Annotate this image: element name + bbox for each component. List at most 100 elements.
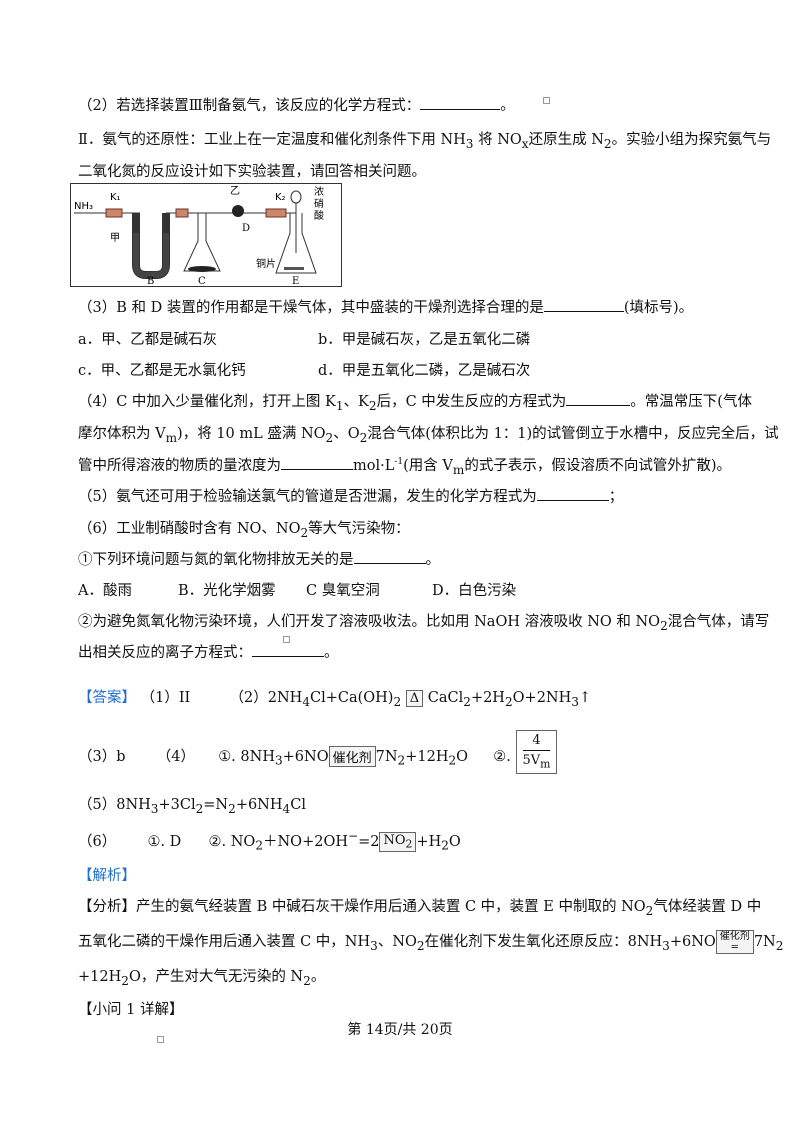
sub: 2 xyxy=(603,136,612,151)
sub: 2 xyxy=(645,903,654,918)
sub: 2 xyxy=(325,430,334,445)
text: 、NO xyxy=(377,934,417,950)
sub: 2 xyxy=(416,938,425,953)
q6-line2: ①下列环境问题与氮的氧化物排放无关的是。 xyxy=(78,548,440,569)
analysis-tag: 【解析】 xyxy=(78,868,136,884)
sub: x xyxy=(521,136,529,151)
sub: 2 xyxy=(463,694,471,709)
q3-option-c: c．甲、乙都是无水氯化钙 xyxy=(78,359,246,380)
text: 5V xyxy=(522,753,541,768)
text: 。 xyxy=(324,645,339,661)
text: （6） xyxy=(78,833,117,850)
sub: 2 xyxy=(255,838,263,853)
punct: 。 xyxy=(500,98,515,114)
text: +6NH xyxy=(235,797,283,813)
section2-line1: Ⅱ．氨气的还原性：工业上在一定温度和催化剂条件下用 NH3 将 NOx还原生成 … xyxy=(78,128,771,151)
numerator: 4 xyxy=(532,733,541,748)
sub: m xyxy=(452,462,465,477)
analysis-line3: +12H2O，产生对大气无污染的 N2。 xyxy=(78,965,325,988)
answer-tag: 【答案】 xyxy=(78,690,136,706)
q3-line: （3）B 和 D 装置的作用都是干燥气体，其中盛装的干燥剂选择合理的是(填标号)… xyxy=(78,296,693,317)
q4-line1: （4）C 中加入少量催化剂，打开上图 K1、K2后，C 中发生反应的方程式为。常… xyxy=(78,390,752,413)
drying-bulb xyxy=(232,205,244,217)
text: a．甲、乙都是碱石灰 xyxy=(78,332,218,348)
label-c: C xyxy=(198,276,206,287)
sub: 2 xyxy=(228,801,236,816)
text: b．甲是碱石灰，乙是五氧化二磷 xyxy=(318,332,531,348)
text: (用含 V xyxy=(403,458,453,474)
text: +2H xyxy=(470,690,505,706)
text: ═ xyxy=(731,942,738,953)
sub: 2 xyxy=(195,801,204,816)
sub: 2 xyxy=(121,973,129,988)
text: Cl+Ca(OH) xyxy=(310,690,394,706)
q6-line4: 出相关反应的离子方程式：。 xyxy=(78,641,339,662)
q4-blank1 xyxy=(566,391,631,406)
text: B．光化学烟雾 xyxy=(178,583,276,599)
text: ①. 8NH xyxy=(218,748,275,765)
text: （4）C 中加入少量催化剂，打开上图 K xyxy=(78,394,336,410)
analysis-line2: 五氧化二磷的干燥作用后通入装置 C 中，NH3、NO2在催化剂下发生氧化还原反应… xyxy=(78,930,783,954)
sub: 2 xyxy=(405,837,413,851)
label-d: D xyxy=(242,223,250,234)
text: =2 xyxy=(358,833,380,850)
text: 。实验小组为探究氨气与 xyxy=(611,132,772,148)
text: ； xyxy=(608,489,624,505)
sub: 3 xyxy=(370,938,378,953)
sub: 2 xyxy=(775,938,784,953)
sub: m xyxy=(540,757,551,771)
text: Ⅱ．氨气的还原性：工业上在一定温度和催化剂条件下用 NH xyxy=(78,132,466,148)
sub: 3 xyxy=(662,938,670,953)
label-jia: 甲 xyxy=(110,233,120,244)
text: 气体经装置 D 中 xyxy=(653,899,762,915)
sub: 2 xyxy=(397,753,406,768)
sub: 2 xyxy=(359,430,368,445)
text: 。 xyxy=(425,552,441,568)
section2-line2: 二氧化氮的反应设计如下实验装置，请回答相关问题。 xyxy=(78,160,426,181)
text: 在催化剂下发生氧化还原反应：8NH xyxy=(424,934,663,950)
text: （6）工业制硝酸时含有 NO、NO xyxy=(78,521,301,537)
text: 【分析】产生的氨气经装置 B 中碱石灰干燥作用后通入装置 C 中，装置 E 中制… xyxy=(78,899,646,915)
text: 7N xyxy=(753,934,776,950)
sub: 2 xyxy=(300,525,309,540)
sub: 4 xyxy=(282,801,291,816)
sup: -1 xyxy=(394,457,404,468)
text: 后，C 中发生反应的方程式为 xyxy=(376,394,567,410)
q6-option-a: A．酸雨 xyxy=(78,579,132,600)
page-footer: 第 14页/共 20页 xyxy=(347,1022,453,1038)
text: )，将 10 mL 盛满 NO xyxy=(177,426,326,442)
sub: 3 xyxy=(274,753,283,768)
text: 五氧化二磷的干燥作用后通入装置 C 中，NH xyxy=(78,934,371,950)
text: 催化剂 xyxy=(719,931,750,942)
q6-option-d: D．白色污染 xyxy=(432,579,516,600)
sub: 2 xyxy=(660,618,668,633)
analysis-line4: 【小问 1 详解】 xyxy=(78,998,183,1019)
q5-blank xyxy=(536,486,609,501)
q3-option-a: a．甲、乙都是碱石灰 xyxy=(78,328,217,349)
q6-blank2 xyxy=(252,642,324,657)
text: ②为避免氮氧化物污染环境，人们开发了溶液吸收法。比如用 NaOH 溶液吸收 NO… xyxy=(78,614,661,630)
label-k2: K₂ xyxy=(275,192,286,203)
text: 还原生成 N xyxy=(528,132,604,148)
text: （4） xyxy=(156,748,195,765)
text: 混合气体(体积比为 1：1)的试管倒立于水槽中，反应完全后，试 xyxy=(367,426,779,442)
text: c．甲、乙都是无水氯化钙 xyxy=(78,363,246,379)
marker-square xyxy=(283,636,290,643)
text: ＋NO+2OH xyxy=(263,833,348,850)
fraction-answer: 4 5Vm xyxy=(515,730,558,774)
apparatus-diagram: NH₃ K₁ 甲 B C 乙 D K₂ 浓 硝 酸 铜片 E xyxy=(70,183,342,287)
text: 管中所得溶液的物质的量浓度为 xyxy=(78,458,281,474)
text: (填标号)。 xyxy=(623,300,694,316)
q6-blank1 xyxy=(353,549,426,564)
text: 、O xyxy=(333,426,360,442)
text: 【小问 1 详解】 xyxy=(78,1002,184,1018)
q5-line: （5）氨气还可用于检验输送氯气的管道是否泄漏，发生的化学方程式为； xyxy=(78,485,623,506)
text: mol·L xyxy=(353,458,395,474)
text: D．白色污染 xyxy=(432,583,517,599)
marker-square xyxy=(543,97,550,104)
text: Cl xyxy=(290,797,306,813)
analysis-line1: 【分析】产生的氨气经装置 B 中碱石灰干燥作用后通入装置 C 中，装置 E 中制… xyxy=(78,895,761,918)
q2-blank xyxy=(420,95,501,110)
